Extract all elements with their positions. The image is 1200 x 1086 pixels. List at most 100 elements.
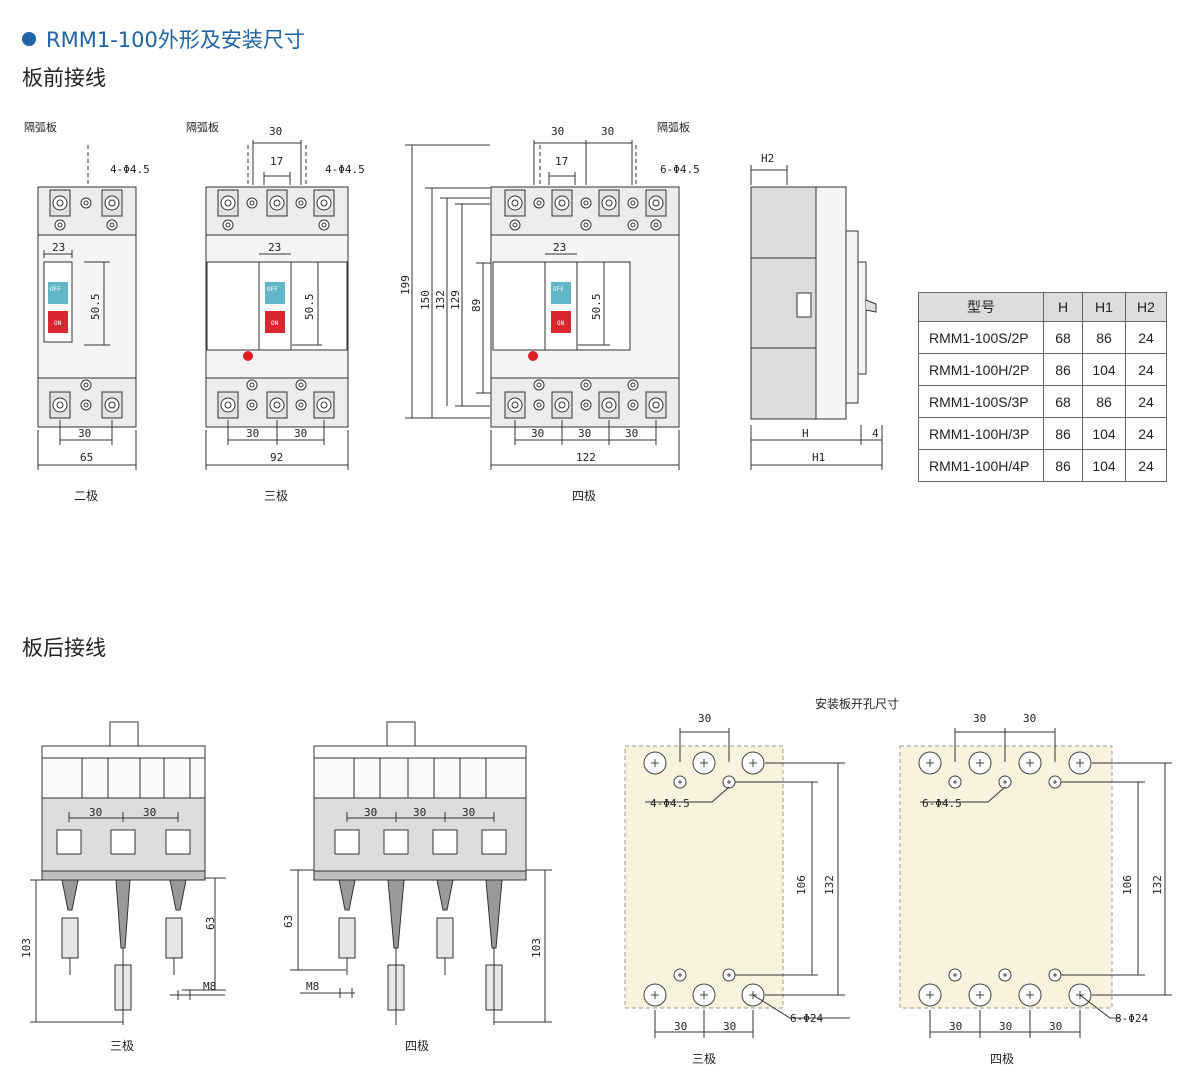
dim-label: 30: [674, 1020, 687, 1033]
dim-label: 30: [698, 712, 711, 725]
cell-h: 86: [1043, 353, 1083, 386]
caption: 三极: [110, 1039, 134, 1053]
dim-label: 63: [282, 915, 295, 928]
cell-model: RMM1-100H/2P: [918, 353, 1044, 386]
off-label: OFF: [50, 286, 61, 293]
cell-h: 86: [1043, 417, 1083, 450]
dim-label: 50.5: [590, 294, 603, 321]
four-pole-front-view: [405, 140, 680, 470]
dim-label: 30: [999, 1020, 1012, 1033]
caption: 四极: [990, 1052, 1014, 1066]
dim-label: H2: [761, 152, 774, 165]
cell-h: 86: [1043, 449, 1083, 482]
spec-table-header-row: 型号 H H1 H2: [918, 292, 1167, 322]
three-pole-mounting-plate: [624, 728, 850, 1038]
dim-label: 30: [78, 427, 91, 440]
header-h1: H1: [1082, 292, 1126, 322]
cell-h: 68: [1043, 321, 1083, 354]
dim-label: 103: [20, 938, 33, 958]
three-pole-rear-view: [30, 721, 226, 1025]
dim-label: 17: [555, 155, 568, 168]
dim-label: 30: [551, 125, 564, 138]
dim-label: 30: [413, 806, 426, 819]
dim-label: 17: [270, 155, 283, 168]
plate-title: 安装板开孔尺寸: [815, 696, 899, 711]
dim-label: 30: [949, 1020, 962, 1033]
dim-label: 30: [294, 427, 307, 440]
cell-h2: 24: [1125, 353, 1167, 386]
cell-model: RMM1-100S/3P: [918, 385, 1044, 418]
holes-label: 4-Φ4.5: [325, 163, 365, 176]
dim-label: 30: [625, 427, 638, 440]
holes-label: 6-Φ4.5: [660, 163, 700, 176]
dim-label: 150: [419, 290, 432, 310]
dim-label: 199: [399, 275, 412, 295]
three-pole-front-view: [205, 140, 349, 470]
cell-h1: 104: [1082, 353, 1126, 386]
dim-label: H: [802, 427, 809, 440]
cell-h1: 86: [1082, 321, 1126, 354]
header-h: H: [1043, 292, 1083, 322]
caption: 三极: [264, 489, 288, 503]
dim-label: 23: [553, 241, 566, 254]
dim-label: 50.5: [303, 294, 316, 321]
cell-h1: 104: [1082, 449, 1126, 482]
caption: 三极: [692, 1052, 716, 1066]
dim-label: 30: [143, 806, 156, 819]
caption: 二极: [74, 489, 98, 503]
dim-label: 106: [795, 875, 808, 895]
dim-label: 30: [364, 806, 377, 819]
caption: 四极: [405, 1039, 429, 1053]
section-front-wiring: 板前接线: [22, 66, 106, 90]
arc-plate-label: 隔弧板: [657, 120, 690, 134]
dim-label: 92: [270, 451, 283, 464]
four-pole-rear-view: [290, 721, 552, 1025]
holes-label: 4-Φ4.5: [110, 163, 150, 176]
header-model: 型号: [918, 292, 1044, 322]
off-label: OFF: [553, 286, 564, 293]
arc-plate-label: 隔弧板: [24, 120, 57, 134]
cell-h2: 24: [1125, 321, 1167, 354]
dim-label: 30: [601, 125, 614, 138]
header-h2: H2: [1125, 292, 1167, 322]
cell-h1: 104: [1082, 417, 1126, 450]
dim-label: H1: [812, 451, 825, 464]
dim-label: 30: [269, 125, 282, 138]
dim-label: M8: [203, 980, 216, 993]
dim-label: 132: [434, 290, 447, 310]
cell-h: 68: [1043, 385, 1083, 418]
dim-label: 30: [578, 427, 591, 440]
dim-label: 122: [576, 451, 596, 464]
cell-h2: 24: [1125, 449, 1167, 482]
dim-label: 23: [268, 241, 281, 254]
dim-label: 23: [52, 241, 65, 254]
arc-plate-label: 隔弧板: [186, 120, 219, 134]
cell-model: RMM1-100S/2P: [918, 321, 1044, 354]
cell-model: RMM1-100H/3P: [918, 417, 1044, 450]
cell-model: RMM1-100H/4P: [918, 449, 1044, 482]
dim-label: 30: [246, 427, 259, 440]
cell-h1: 86: [1082, 385, 1126, 418]
holes-label: 4-Φ4.5: [650, 797, 690, 810]
holes-label: 6-Φ4.5: [922, 797, 962, 810]
section-rear-wiring: 板后接线: [22, 636, 106, 660]
cell-h2: 24: [1125, 385, 1167, 418]
dim-label: 106: [1121, 875, 1134, 895]
on-label: ON: [54, 320, 62, 327]
dim-label: 132: [823, 875, 836, 895]
dim-label: 65: [80, 451, 93, 464]
dim-label: 63: [204, 917, 217, 930]
dim-label: 30: [531, 427, 544, 440]
four-pole-mounting-plate: [899, 728, 1172, 1038]
side-view: [750, 165, 883, 470]
dim-label: 89: [470, 299, 483, 312]
two-pole-front-view: [37, 145, 137, 470]
page-title: RMM1-100外形及安装尺寸: [46, 28, 305, 52]
dim-label: 30: [1049, 1020, 1062, 1033]
caption: 四极: [572, 489, 596, 503]
